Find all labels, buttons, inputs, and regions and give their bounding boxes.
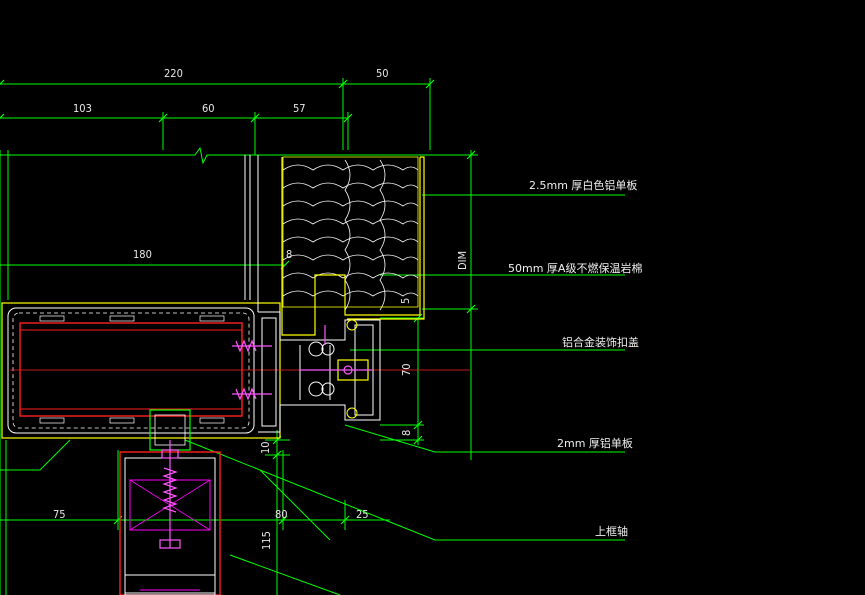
dimension-lines bbox=[0, 78, 625, 595]
bolts bbox=[232, 325, 372, 401]
aluminum-panel bbox=[281, 156, 425, 336]
dim-60: 60 bbox=[202, 102, 215, 115]
dim-50: 50 bbox=[376, 67, 389, 80]
annotation-rock-wool: 50mm 厚A级不燃保温岩棉 bbox=[508, 261, 642, 275]
dim-75: 75 bbox=[53, 508, 66, 521]
annotation-aluminum-panel-2mm: 2mm 厚铝单板 bbox=[557, 436, 633, 450]
mullion-profile bbox=[244, 155, 381, 433]
dim-220: 220 bbox=[164, 67, 183, 80]
annotation-top-frame-axis: 上框轴 bbox=[595, 524, 628, 538]
gaskets bbox=[308, 319, 358, 419]
rock-wool-insulation bbox=[282, 156, 419, 311]
dimension-ticks bbox=[0, 79, 476, 525]
dim-8-small: 8 bbox=[286, 248, 292, 261]
steel-beam bbox=[1, 302, 470, 439]
dim-8-vertical: 8 bbox=[400, 430, 413, 436]
dim-80: 80 bbox=[275, 508, 288, 521]
material-annotations: 2.5mm 厚白色铝单板 50mm 厚A级不燃保温岩棉 铝合金装饰扣盖 2mm … bbox=[508, 178, 642, 538]
dim-115: 115 bbox=[260, 531, 273, 550]
dim-70: 70 bbox=[400, 363, 413, 376]
dim-10: 10 bbox=[259, 441, 272, 454]
annotation-decorative-cover: 铝合金装饰扣盖 bbox=[562, 335, 639, 349]
annotation-white-aluminum-panel: 2.5mm 厚白色铝单板 bbox=[529, 178, 637, 192]
dim-5-small: 5 bbox=[399, 298, 412, 304]
dim-103: 103 bbox=[73, 102, 92, 115]
screw-rod bbox=[159, 440, 181, 549]
dim-DIM: DIM bbox=[456, 251, 469, 270]
dim-25: 25 bbox=[356, 508, 369, 521]
dimension-labels: 220 50 103 60 57 180 8 5 DIM 70 8 10 75 … bbox=[53, 67, 469, 550]
dim-180: 180 bbox=[133, 248, 152, 261]
dim-57: 57 bbox=[293, 102, 306, 115]
